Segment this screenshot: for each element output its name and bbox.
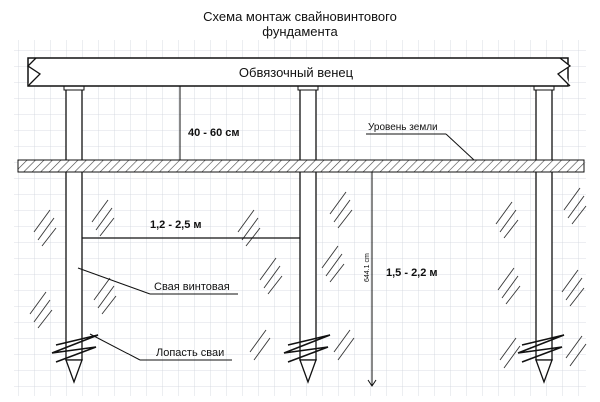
pile-blade-left bbox=[51, 334, 99, 363]
blade-label: Лопасть сваи bbox=[156, 347, 224, 359]
depth-label: 1,5 - 2,2 м bbox=[386, 267, 438, 279]
pile-middle bbox=[297, 83, 319, 384]
diagram-title-line2: фундамента bbox=[262, 24, 338, 39]
spacing-label: 1,2 - 2,5 м bbox=[150, 219, 202, 231]
pile-label: Свая винтовая bbox=[154, 281, 230, 293]
pile-right bbox=[533, 83, 555, 384]
pile-blade-middle bbox=[283, 334, 331, 363]
soil-hatching bbox=[29, 187, 587, 369]
ground-level-leader-diagonal bbox=[445, 133, 475, 161]
ground-level-label: Уровень земли bbox=[368, 122, 438, 133]
gap-label: 40 - 60 см bbox=[188, 127, 240, 139]
small-measure-label: 644.1 cm bbox=[364, 253, 371, 282]
depth-arrow-bottom bbox=[367, 379, 377, 387]
diagram-title-line1: Схема монтаж свайновинтового bbox=[203, 9, 397, 24]
pile-label-leader bbox=[77, 267, 151, 295]
blade-label-leader bbox=[89, 333, 141, 361]
pile-left bbox=[63, 83, 85, 384]
binding-beam-label: Обвязочный венец bbox=[239, 65, 354, 80]
binding-beam bbox=[26, 57, 572, 87]
ground-level-strip bbox=[17, 159, 585, 173]
pile-blade-right bbox=[517, 334, 565, 363]
